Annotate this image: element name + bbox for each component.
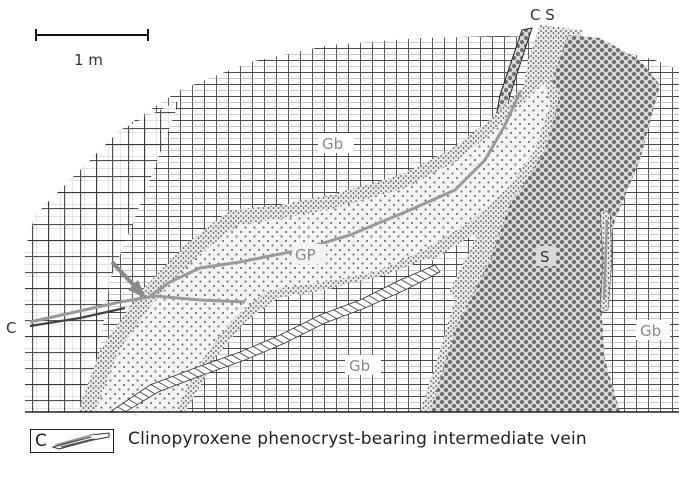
label-gb-right: Gb bbox=[640, 322, 661, 340]
label-s: S bbox=[540, 248, 550, 266]
legend-symbol-box: C bbox=[30, 429, 114, 453]
label-cs-top: C S bbox=[530, 6, 555, 24]
label-c-left: C bbox=[6, 319, 16, 337]
label-gp: GP bbox=[295, 246, 316, 264]
legend-text: Clinopyroxene phenocryst-bearing interme… bbox=[128, 429, 587, 449]
label-gb-lower: Gb bbox=[349, 357, 370, 375]
scale-bar-label: 1 m bbox=[74, 51, 103, 69]
vein-symbol-icon bbox=[51, 431, 111, 451]
legend-symbol-letter: C bbox=[35, 431, 47, 451]
legend: C Clinopyroxene phenocryst-bearing inter… bbox=[30, 423, 670, 457]
label-gb-upper: Gb bbox=[322, 135, 343, 153]
scale-bar bbox=[36, 29, 148, 41]
